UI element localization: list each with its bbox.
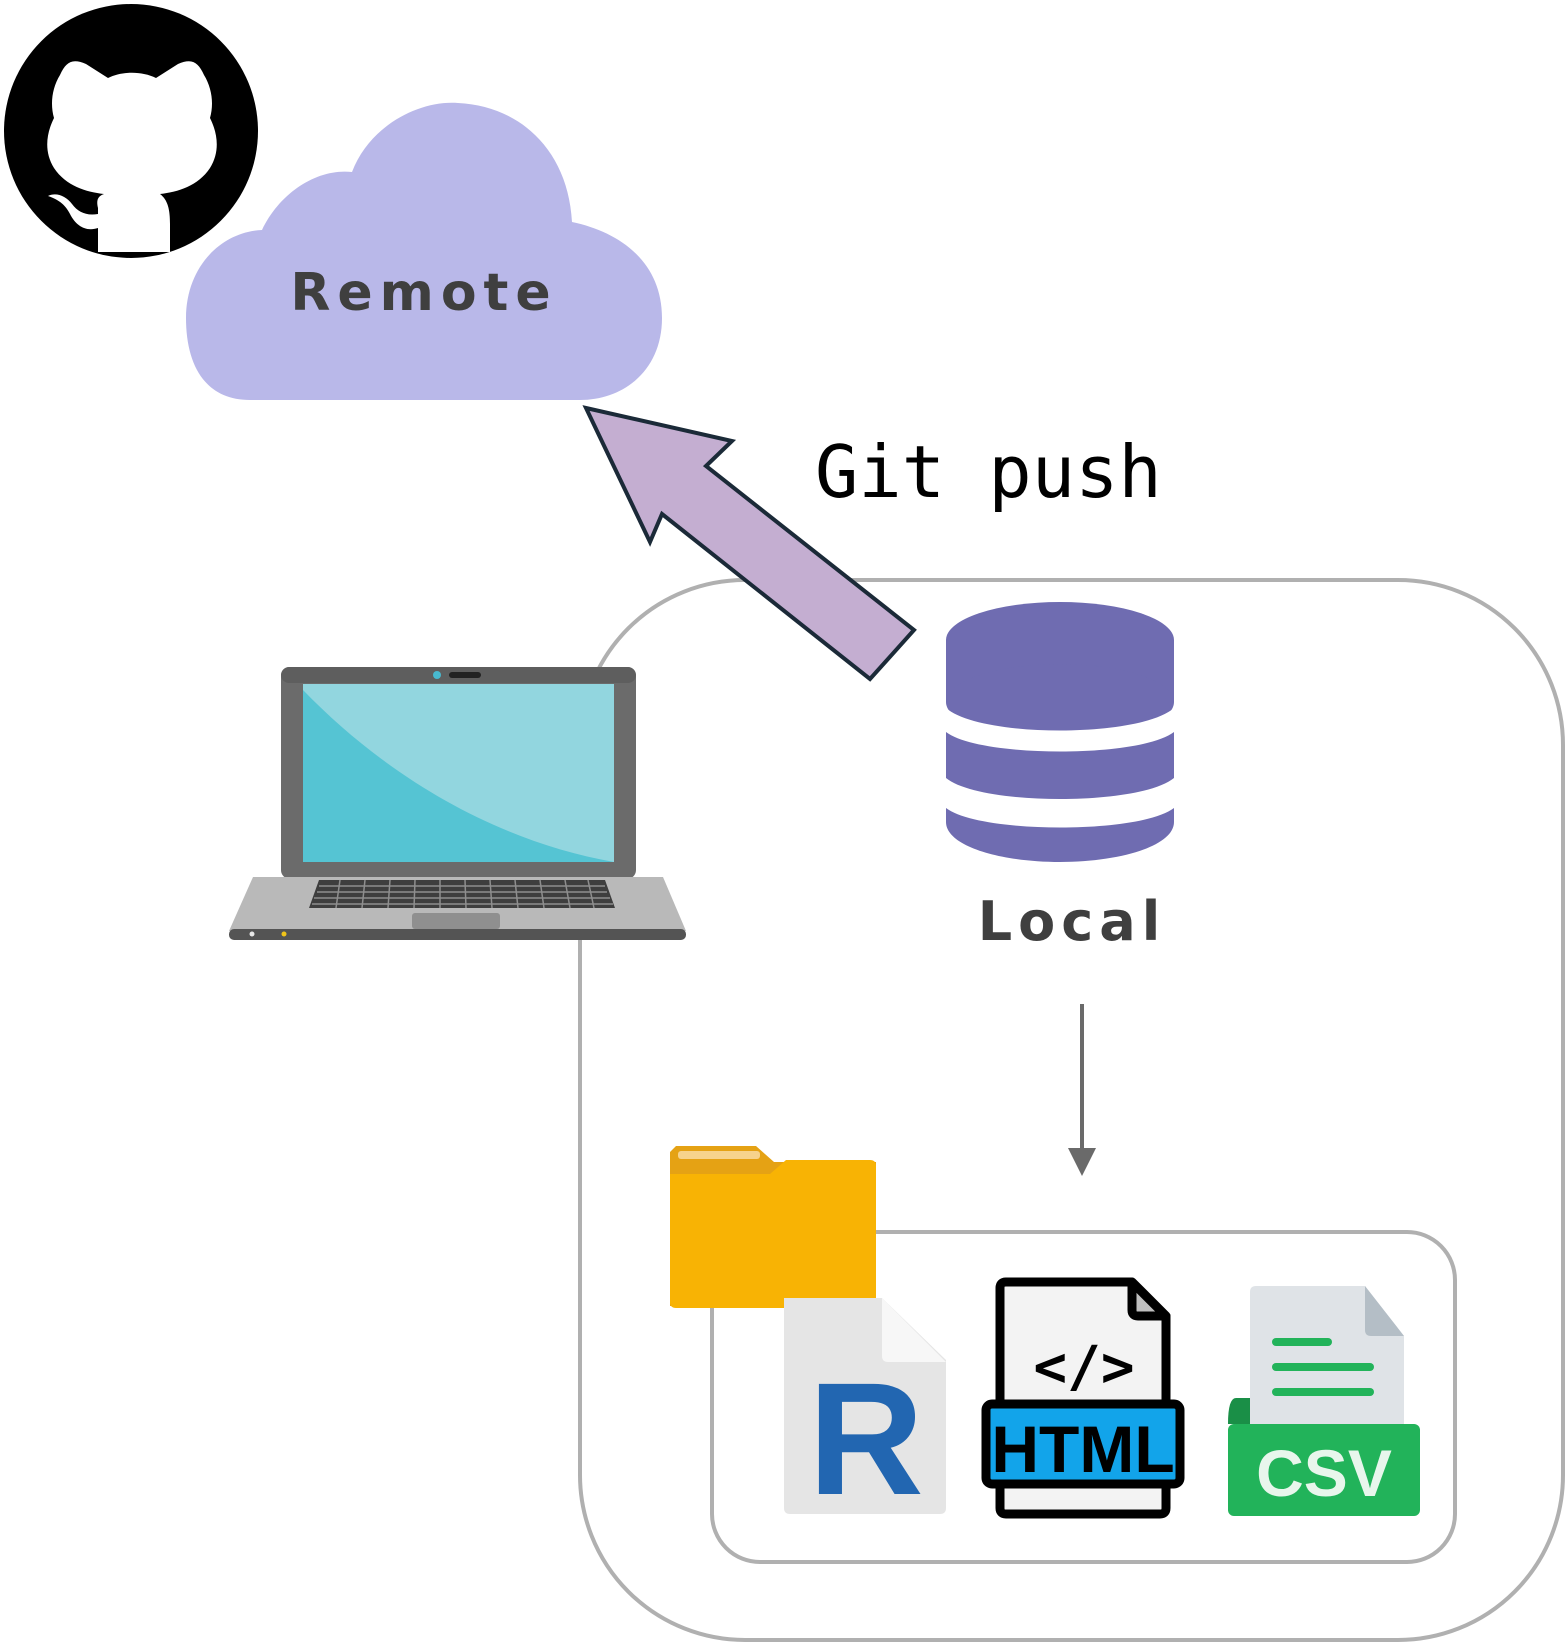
folder-icon <box>670 1146 876 1308</box>
remote-label: Remote <box>290 263 557 323</box>
database-icon <box>946 602 1174 862</box>
laptop-icon <box>229 667 686 940</box>
r-file-label: R <box>808 1349 924 1528</box>
r-file-icon: R <box>784 1298 946 1528</box>
local-machine-frame <box>578 578 1565 1642</box>
git-push-arrow <box>582 405 917 682</box>
remote-cloud: Remote <box>186 102 662 400</box>
csv-file-icon: CSV <box>1228 1286 1420 1516</box>
html-code-glyph: </> <box>1033 1335 1134 1400</box>
down-arrow <box>1068 1004 1096 1176</box>
html-file-label: HTML <box>991 1412 1174 1486</box>
local-label: Local <box>978 890 1166 953</box>
github-icon <box>4 4 258 258</box>
csv-file-label: CSV <box>1256 1436 1392 1510</box>
git-push-label: Git push <box>815 430 1162 514</box>
html-file-icon: </> HTML <box>981 1277 1185 1519</box>
